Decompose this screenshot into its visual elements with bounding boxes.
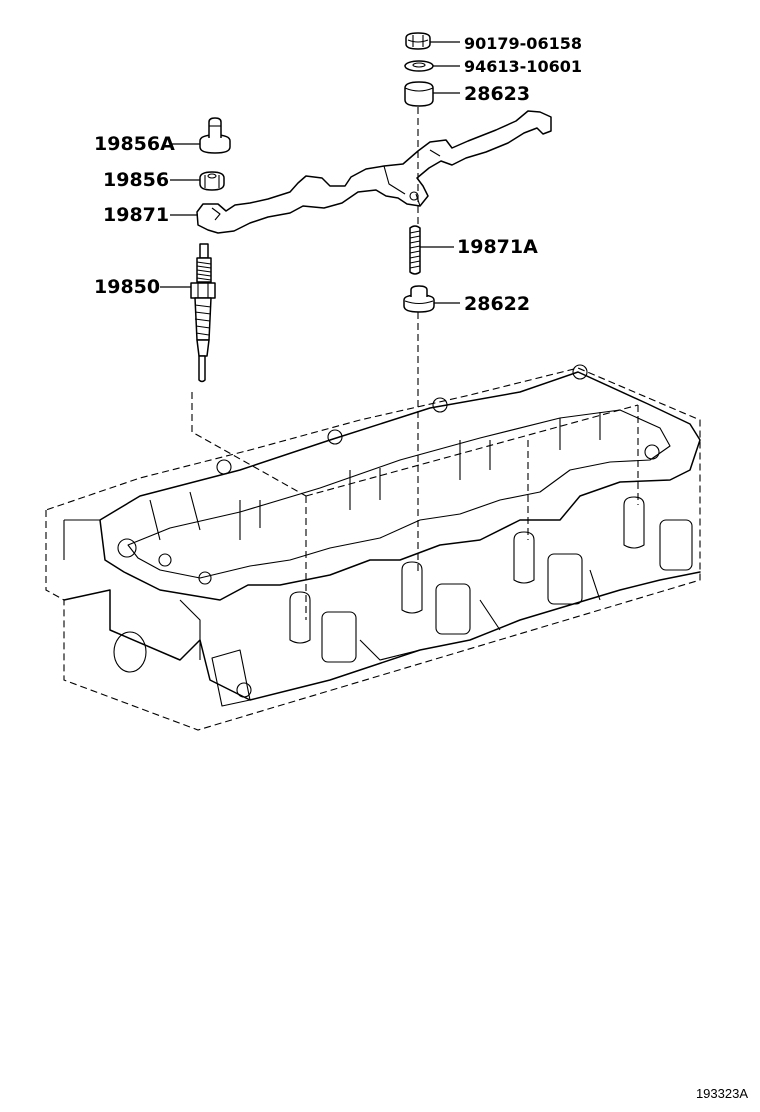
callout-p4[interactable]: 19856A (94, 133, 200, 155)
callout-p5[interactable]: 19856 (103, 169, 200, 191)
part-number-label: 28622 (464, 293, 530, 315)
cylinder-head (45, 364, 701, 731)
callout-p1[interactable]: 90179-06158 (430, 34, 582, 53)
figure-id: 193323A (696, 1086, 748, 1101)
terminal-nut-19856a[interactable] (199, 117, 231, 154)
glow-plug-19850[interactable] (190, 243, 216, 383)
part-number-label: 28623 (464, 83, 530, 105)
part-number-label: 19850 (94, 276, 160, 298)
part-number-label: 19856A (94, 133, 175, 155)
grommet-28623[interactable] (404, 81, 434, 107)
nut-28622[interactable] (403, 285, 435, 313)
callout-p7[interactable]: 19871A (420, 236, 538, 258)
callout-p6[interactable]: 19871 (103, 204, 198, 226)
part-number-label: 19856 (103, 169, 169, 191)
part-number-label: 90179-06158 (464, 34, 582, 53)
part-number-label: 94613-10601 (464, 57, 582, 76)
callout-p8[interactable]: 19850 (94, 276, 191, 298)
part-number-label: 19871 (103, 204, 169, 226)
callout-p3[interactable]: 28623 (433, 83, 530, 105)
connector-bar-19871[interactable] (196, 110, 552, 234)
assembly-guides (191, 107, 639, 620)
part-number-label: 19871A (457, 236, 538, 258)
stud-19871a[interactable] (409, 225, 421, 275)
nut-19856[interactable] (199, 171, 225, 191)
nut-90179[interactable] (405, 32, 431, 50)
washer-94613[interactable] (404, 60, 434, 72)
callout-p9[interactable]: 28622 (434, 293, 530, 315)
callout-p2[interactable]: 94613-10601 (433, 57, 582, 76)
